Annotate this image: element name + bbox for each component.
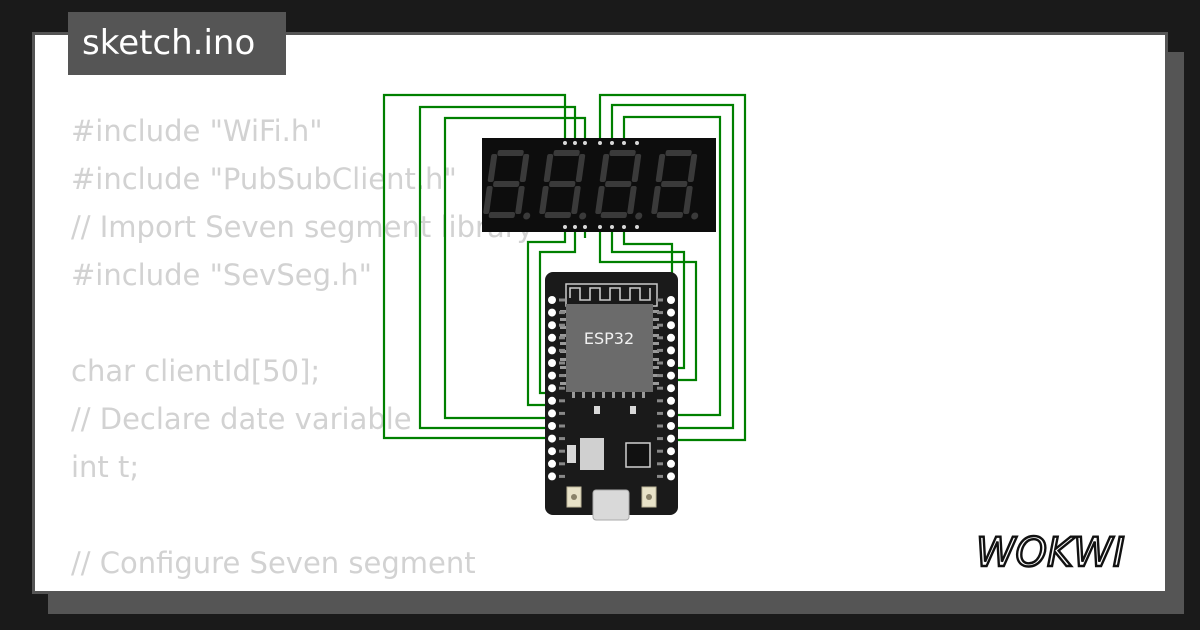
display-digit	[539, 150, 587, 220]
pin-hole	[548, 396, 556, 405]
pin-hole	[548, 308, 556, 317]
pin-hole	[548, 371, 556, 380]
pin-hole	[548, 384, 556, 393]
pin-hole	[667, 422, 675, 430]
code-line: int t;	[71, 450, 140, 484]
code-line: char clientId[50];	[71, 354, 321, 388]
wire-a	[382, 93, 567, 440]
code-line: #include "WiFi.h"	[71, 114, 323, 148]
pin-hole	[667, 459, 675, 468]
pin-hole	[667, 333, 675, 342]
code-line: // Declare date variable	[71, 402, 412, 436]
regulator-pin	[567, 445, 576, 463]
wire-c	[443, 116, 587, 420]
usb-uart-chip	[625, 442, 651, 468]
file-tab-label: sketch.ino	[82, 23, 256, 63]
voltage-regulator	[580, 438, 604, 470]
seven-segment-display	[482, 138, 716, 232]
pin-hole	[667, 396, 675, 405]
pin-hole	[548, 422, 556, 430]
antenna-icon	[569, 287, 651, 301]
pin-hole	[667, 321, 675, 330]
pin-hole	[667, 434, 675, 443]
svg-text:WOKWI: WOKWI	[976, 530, 1125, 576]
code-line: // Import Seven segment library	[71, 210, 534, 244]
pin-hole	[667, 447, 675, 456]
pin-hole	[548, 447, 556, 456]
pin-hole	[548, 459, 556, 468]
pin-hole	[667, 384, 675, 393]
wire-h	[526, 226, 567, 407]
pin-hole	[667, 409, 675, 418]
pin-hole	[667, 359, 675, 367]
wire-k	[598, 226, 698, 382]
esp32-chip	[566, 304, 653, 392]
file-tab[interactable]: sketch.ino	[68, 12, 286, 75]
code-line: // Configure Seven segment	[71, 546, 476, 580]
wire-d	[598, 93, 747, 442]
pin-hole	[548, 434, 556, 443]
display-digits	[483, 150, 699, 220]
chip-castellations	[560, 310, 659, 414]
pin-hole	[548, 321, 556, 330]
pin-hole	[548, 296, 556, 304]
pin-hole	[667, 308, 675, 317]
display-digit	[651, 150, 699, 220]
pin-hole	[667, 346, 675, 355]
wokwi-logo: WOKWI	[976, 529, 1126, 576]
display-digit	[483, 150, 531, 220]
pin-hole	[667, 371, 675, 380]
code-preview: #include "WiFi.h" #include "PubSubClient.…	[71, 107, 534, 591]
pin-hole	[548, 359, 556, 367]
pin-hole	[548, 472, 556, 481]
code-line: #include "SevSeg.h"	[71, 258, 372, 292]
wire-e	[610, 103, 735, 430]
wire-f	[622, 115, 722, 417]
header-pins	[548, 296, 675, 481]
usb-port	[592, 489, 630, 521]
code-line: #include "PubSubClient.h"	[71, 162, 457, 196]
display-pins	[563, 141, 639, 229]
pin-hole	[667, 472, 675, 481]
wire-l	[610, 226, 686, 370]
board-label: ESP32	[584, 329, 634, 348]
esp32-board: ESP32	[545, 272, 678, 521]
pin-hole	[548, 409, 556, 418]
pin-hole	[548, 346, 556, 355]
display-digit	[595, 150, 643, 220]
pin-hole	[548, 333, 556, 342]
pin-hole	[667, 296, 675, 304]
